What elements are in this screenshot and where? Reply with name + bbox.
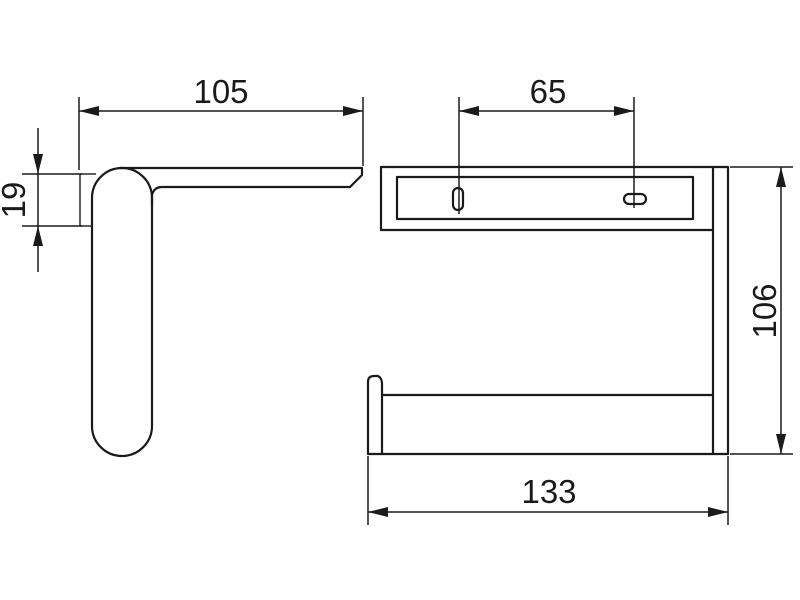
front-view-arm [711, 165, 730, 456]
front-view-mounting-hole-left [451, 186, 465, 212]
front-view-roll-bar-bottom [366, 380, 715, 456]
dimension-label-65: 65 [530, 73, 567, 110]
arrowhead [79, 106, 99, 116]
arrowhead [614, 106, 634, 116]
front-view-mounting-plate [379, 165, 715, 232]
arrowhead [776, 434, 786, 454]
dimension-total-width: 133 [367, 456, 729, 525]
arrowhead [459, 106, 479, 116]
arrowhead [708, 507, 728, 517]
arrowhead [33, 154, 43, 174]
dimension-label-105: 105 [193, 73, 248, 110]
arrowhead [343, 106, 363, 116]
front-view [366, 165, 730, 456]
arrowhead [33, 226, 43, 246]
side-view-shelf [118, 166, 364, 207]
side-view-holder-body [90, 166, 154, 458]
side-view [79, 166, 364, 458]
arrowhead [368, 507, 388, 517]
arrowhead [776, 167, 786, 187]
dimension-plate-height: 19 [0, 128, 82, 272]
dimension-total-height: 106 [730, 166, 793, 455]
dimension-label-19: 19 [0, 182, 32, 219]
front-view-roll-bar [366, 374, 715, 397]
dimension-label-133: 133 [521, 473, 576, 510]
front-view-mounting-hole-right [622, 192, 648, 206]
dimension-label-106: 106 [746, 283, 783, 338]
front-view-mounting-recess [395, 175, 695, 221]
dimension-hole-spacing: 65 [458, 73, 635, 214]
dimension-side-width: 105 [78, 73, 364, 170]
